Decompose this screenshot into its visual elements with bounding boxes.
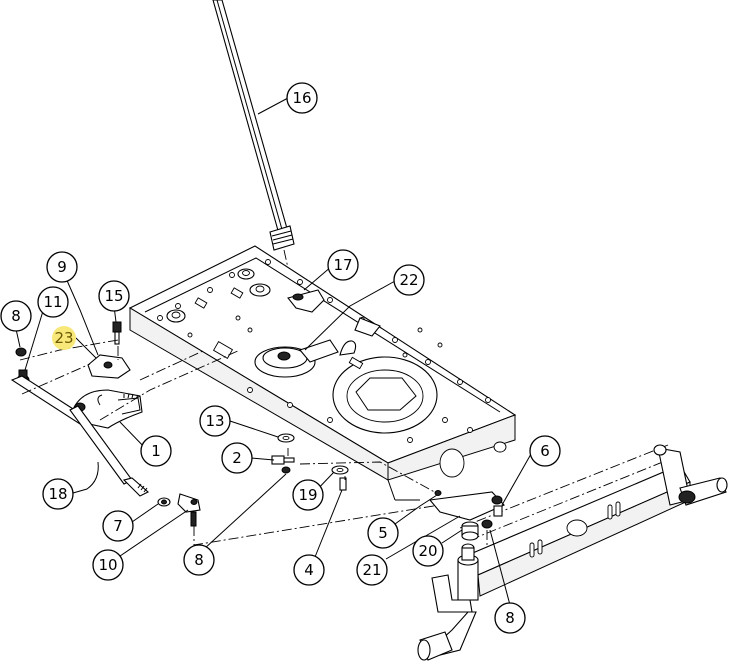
callout-label: 16 <box>292 89 311 107</box>
callout-label: 20 <box>418 542 437 560</box>
callout-label: 5 <box>378 524 388 542</box>
callout-13: 13 <box>199 405 231 437</box>
callout-label: 23 <box>54 329 73 347</box>
callout-10: 10 <box>92 549 124 581</box>
callout-8-axle: 8 <box>494 602 526 634</box>
callout-label: 4 <box>304 561 314 579</box>
callout-7: 7 <box>102 510 134 542</box>
callout-label: 6 <box>540 442 550 460</box>
frame-plate <box>128 245 517 501</box>
callout-label: 1 <box>151 442 161 460</box>
callout-23-highlighted: 23 <box>52 326 76 350</box>
callout-label: 15 <box>104 287 123 305</box>
callout-label: 22 <box>399 271 418 289</box>
callout-5: 5 <box>367 517 399 549</box>
callout-17: 17 <box>327 249 359 281</box>
callout-21: 21 <box>356 554 388 586</box>
callout-6: 6 <box>529 435 561 467</box>
callout-label: 17 <box>333 256 352 274</box>
callout-16: 16 <box>286 82 318 114</box>
callout-20: 20 <box>412 535 444 567</box>
callout-label: 8 <box>194 551 204 569</box>
front-axle-assembly <box>417 444 728 661</box>
callout-22: 22 <box>393 264 425 296</box>
callout-9: 9 <box>46 251 78 283</box>
callout-label: 8 <box>505 609 515 627</box>
callout-15: 15 <box>98 280 130 312</box>
callout-label: 11 <box>43 293 62 311</box>
callout-1: 1 <box>140 435 172 467</box>
callout-label: 10 <box>98 556 117 574</box>
callout-8-nut-left: 8 <box>0 300 32 332</box>
callout-19: 19 <box>292 479 324 511</box>
callout-4: 4 <box>293 554 325 586</box>
callout-label: 2 <box>232 449 242 467</box>
left-steering-assembly <box>10 321 471 546</box>
callout-label: 18 <box>48 485 67 503</box>
callout-11: 11 <box>37 286 69 318</box>
callout-18: 18 <box>42 478 74 510</box>
callout-label: 7 <box>113 517 123 535</box>
callout-label: 19 <box>298 486 317 504</box>
callout-2: 2 <box>221 442 253 474</box>
callout-label: 13 <box>205 412 224 430</box>
callout-label: 8 <box>11 307 21 325</box>
callout-label: 21 <box>362 561 381 579</box>
callout-label: 9 <box>57 258 67 276</box>
callout-8-center: 8 <box>183 544 215 576</box>
